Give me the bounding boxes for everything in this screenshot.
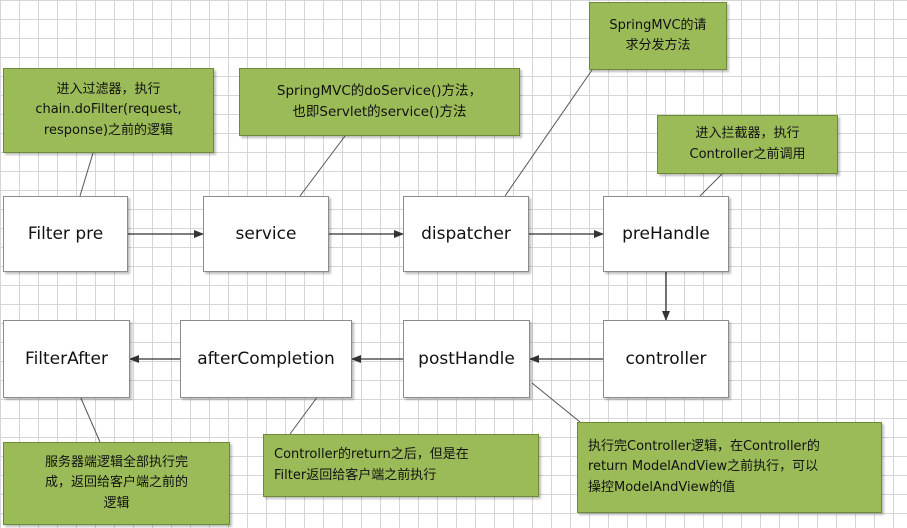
leader-filter-pre — [79, 152, 94, 197]
note-filter-pre: 进入过滤器，执行 chain.doFilter(request, respons… — [3, 68, 214, 153]
leader-pre-handle — [699, 173, 723, 197]
leader-filter-after — [79, 395, 101, 443]
node-filter-after: FilterAfter — [3, 320, 130, 398]
node-filter-pre: Filter pre — [3, 196, 128, 272]
leader-after-completion — [289, 395, 319, 435]
note-filter-after: 服务器端逻辑全部执行完 成，返回给客户端之前的 逻辑 — [3, 442, 230, 525]
node-service: service — [203, 196, 329, 272]
note-post-handle: 执行完Controller逻辑，在Controller的 return Mode… — [577, 422, 882, 513]
node-pre-handle: preHandle — [603, 196, 729, 272]
node-post-handle: postHandle — [403, 320, 530, 398]
node-after-completion: afterCompletion — [180, 320, 352, 398]
note-pre-handle: 进入拦截器，执行 Controller之前调用 — [657, 115, 838, 174]
note-service: SpringMVC的doService()方法， 也即Servlet的servi… — [239, 68, 520, 136]
node-dispatcher: dispatcher — [403, 196, 529, 272]
note-after-completion: Controller的return之后，但是在 Filter返回给客户端之前执行 — [263, 434, 539, 497]
leader-service — [299, 135, 346, 197]
leader-post-handle — [531, 382, 581, 423]
node-controller: controller — [603, 320, 729, 398]
note-dispatcher: SpringMVC的请 求分发方法 — [589, 2, 727, 70]
